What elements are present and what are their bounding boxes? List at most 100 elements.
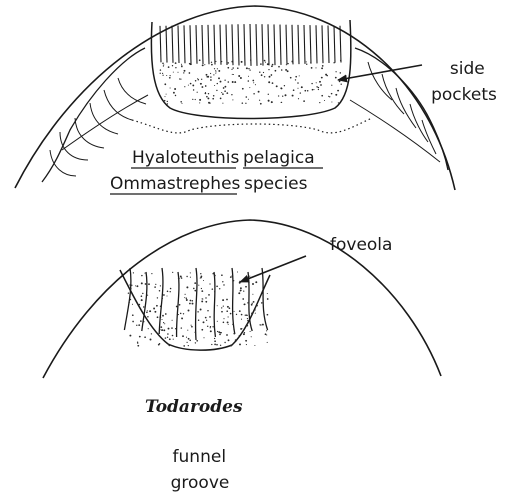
- stipple-dot: [186, 342, 187, 343]
- stipple-dot: [163, 329, 165, 331]
- stipple-dot: [193, 89, 194, 90]
- stipple-dot: [201, 290, 203, 292]
- stipple-dot: [281, 69, 283, 71]
- stipple-dot: [141, 275, 142, 276]
- ridge-line: [286, 25, 287, 65]
- stipple-dot: [186, 298, 187, 299]
- stipple-dot: [245, 103, 246, 104]
- stipple-dot: [192, 303, 194, 305]
- foveola-arrow: [240, 256, 306, 282]
- stipple-dot: [188, 85, 189, 86]
- stipple-dot: [162, 63, 164, 65]
- stipple-dot: [299, 75, 300, 76]
- funnel-groove-label-line2: groove: [171, 473, 230, 493]
- funnel-groove-label-line1: funnel: [173, 447, 227, 467]
- stipple-dot: [168, 328, 170, 330]
- stipple-dot: [232, 81, 234, 83]
- stipple-dot: [128, 293, 129, 294]
- stipple-dot: [205, 85, 207, 87]
- genus-label: Todarodes: [145, 397, 243, 417]
- stipple-dot: [141, 295, 143, 297]
- stipple-dot: [207, 76, 209, 78]
- stipple-dot: [221, 311, 223, 313]
- ridge-line: [142, 272, 147, 331]
- stipple-dot: [248, 76, 249, 77]
- ridge-line: [220, 25, 221, 65]
- stipple-dot: [219, 288, 220, 289]
- stipple-dot: [180, 79, 181, 80]
- stipple-dot: [172, 272, 173, 273]
- ridge-line: [292, 25, 293, 65]
- stipple-dot: [246, 344, 247, 345]
- stipple-dot: [129, 284, 130, 285]
- stipple-dot: [268, 94, 269, 95]
- stipple-dot: [223, 87, 225, 89]
- stipple-dot: [253, 301, 255, 303]
- stipple-dot: [335, 71, 336, 72]
- ridge-line: [208, 25, 209, 64]
- stipple-dot: [245, 340, 247, 342]
- stipple-dot: [248, 80, 250, 82]
- stipple-dot: [236, 314, 237, 315]
- stipple-dot: [244, 303, 246, 305]
- stipple-dot: [164, 323, 165, 324]
- ridge-line: [178, 25, 179, 63]
- ridge-line: [202, 25, 203, 64]
- ridge-line: [304, 25, 305, 64]
- stipple-dot: [341, 84, 342, 85]
- stipple-dot: [178, 277, 180, 279]
- ridge-line: [280, 25, 281, 65]
- ridge-line: [196, 25, 197, 64]
- stipple-dot: [249, 69, 250, 70]
- stipple-dot: [166, 94, 167, 95]
- stipple-dot: [137, 342, 138, 343]
- stipple-dot: [247, 325, 248, 326]
- stipple-dot: [222, 93, 224, 95]
- stipple-dot: [200, 278, 201, 279]
- stipple-dot: [213, 74, 214, 75]
- stipple-dot: [162, 298, 163, 299]
- stipple-dot: [193, 288, 195, 290]
- stipple-dot: [250, 59, 251, 60]
- stipple-dot: [340, 72, 342, 74]
- stipple-dot: [205, 301, 207, 303]
- stipple-dot: [249, 87, 250, 88]
- ridge-line: [177, 272, 179, 337]
- stipple-dot: [161, 329, 163, 331]
- stipple-dot: [183, 313, 184, 314]
- species-name-pelagica: pelagica: [243, 148, 315, 168]
- stipple-dot: [230, 313, 232, 315]
- stipple-dot: [255, 84, 256, 85]
- stipple-dot: [315, 67, 316, 68]
- stipple-dot: [200, 83, 202, 85]
- stipple-dot: [219, 334, 221, 336]
- stipple-dot: [173, 339, 174, 340]
- stipple-dot: [221, 307, 222, 308]
- stipple-dot: [186, 276, 187, 277]
- stipple-dot: [167, 337, 168, 338]
- stipple-dot: [311, 67, 313, 69]
- stipple-dot: [172, 320, 173, 321]
- stipple-dot: [212, 98, 214, 100]
- bottom-figure: foveola Todarodes funnel groove: [43, 220, 441, 493]
- stipple-dot: [259, 324, 260, 325]
- top-foveola-stipple: [160, 59, 342, 104]
- stipple-dot: [252, 294, 253, 295]
- stipple-dot: [210, 79, 212, 81]
- stipple-dot: [132, 304, 133, 305]
- stipple-dot: [169, 338, 171, 340]
- stipple-dot: [201, 300, 203, 302]
- stipple-dot: [201, 288, 202, 289]
- stipple-dot: [316, 86, 317, 87]
- ridge-line: [328, 26, 329, 63]
- stipple-dot: [267, 63, 269, 65]
- stipple-dot: [199, 102, 200, 103]
- stipple-dot: [338, 102, 339, 103]
- stipple-dot: [295, 76, 297, 78]
- stipple-dot: [248, 68, 249, 69]
- stipple-dot: [154, 286, 156, 288]
- stipple-dot: [192, 99, 193, 100]
- stipple-dot: [151, 273, 152, 274]
- stipple-dot: [197, 311, 198, 312]
